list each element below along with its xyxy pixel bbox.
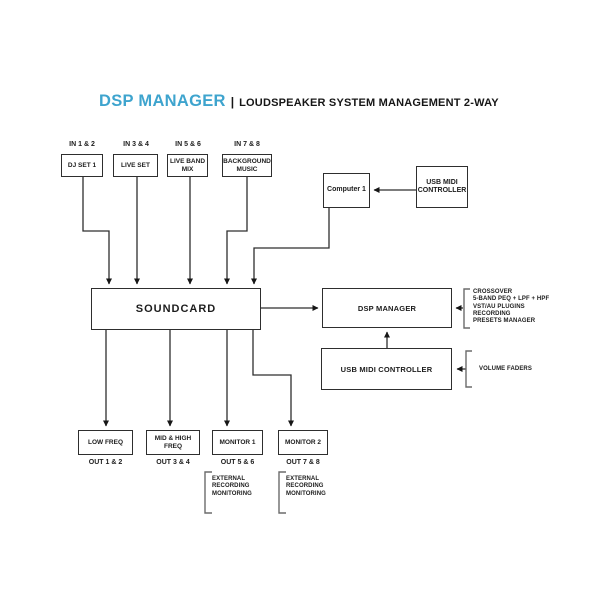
title-separator: | xyxy=(230,95,235,109)
output-port-label-3: OUT 5 & 6 xyxy=(220,459,255,466)
wire-soundcard-to-monitor2 xyxy=(252,330,294,427)
node-background-music: BACKGROUND MUSIC xyxy=(222,154,272,177)
dsp-feature-peq: 5-BAND PEQ + LPF + HPF xyxy=(473,296,550,303)
dsp-feature-presets: PRESETS MANAGER xyxy=(473,318,536,325)
input-port-label-2: IN 3 & 4 xyxy=(123,141,149,148)
node-monitor-1: MONITOR 1 xyxy=(212,430,263,455)
dsp-features-list: CROSSOVER 5-BAND PEQ + LPF + HPF VST/AU … xyxy=(473,289,549,325)
node-soundcard: SOUNDCARD xyxy=(91,288,261,330)
volume-faders-label: VOLUME FADERS xyxy=(479,366,532,372)
wire-backgroundmusic-to-soundcard xyxy=(224,177,248,285)
output-port-label-2: OUT 3 & 4 xyxy=(156,459,190,466)
node-dj-set-1: DJ SET 1 xyxy=(61,154,103,177)
output-port-label-4: OUT 7 & 8 xyxy=(286,459,320,466)
node-live-set: LIVE SET xyxy=(113,154,158,177)
output-port-label-1: OUT 1 & 2 xyxy=(88,459,123,466)
bracket-monitor1-note xyxy=(204,471,212,514)
node-monitor-2: MONITOR 2 xyxy=(278,430,328,455)
monitor1-note: EXTERNAL RECORDING MONITORING xyxy=(212,476,252,497)
dsp-feature-plugins: VST/AU PLUGINS xyxy=(473,303,525,310)
monitor2-note: EXTERNAL RECORDING MONITORING xyxy=(286,476,326,497)
node-usb-midi-controller-bottom: USB MIDI CONTROLLER xyxy=(321,348,452,390)
node-mid-high-freq: MID & HIGH FREQ xyxy=(146,430,200,455)
node-computer-1: Computer 1 xyxy=(323,173,370,208)
bracket-volume-faders xyxy=(465,350,472,388)
node-live-band-mix: LIVE BAND MIX xyxy=(167,154,208,177)
node-low-freq: LOW FREQ xyxy=(78,430,133,455)
input-port-label-1: IN 1 & 2 xyxy=(69,141,95,148)
node-dsp-manager: DSP MANAGER xyxy=(322,288,452,328)
input-port-label-4: IN 7 & 8 xyxy=(234,141,260,148)
dsp-feature-crossover: CROSSOVER xyxy=(473,289,513,295)
bracket-monitor2-note xyxy=(278,471,286,514)
title-subtitle: LOUDSPEAKER SYSTEM MANAGEMENT 2-WAY xyxy=(239,97,499,109)
wire-computer-to-soundcard xyxy=(251,208,330,285)
dsp-feature-recording: RECORDING xyxy=(473,310,511,317)
title-brand: DSP MANAGER xyxy=(99,92,226,110)
bracket-dsp-features xyxy=(463,288,470,329)
wire-djset-to-soundcard xyxy=(82,177,112,285)
node-usb-midi-controller-top: USB MIDI CONTROLLER xyxy=(416,166,468,208)
page-title: DSP MANAGER | LOUDSPEAKER SYSTEM MANAGEM… xyxy=(99,92,499,111)
input-port-label-3: IN 5 & 6 xyxy=(175,141,201,148)
